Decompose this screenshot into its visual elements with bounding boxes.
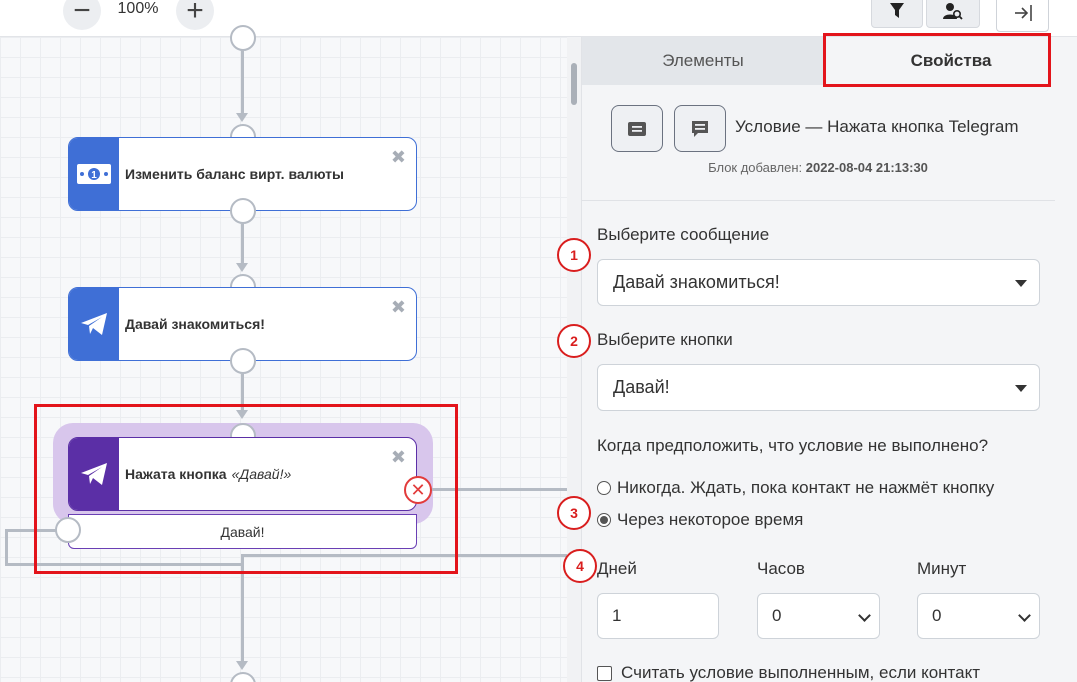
- highlight-frame-tab: [823, 33, 1051, 87]
- button-branch-output[interactable]: Давай!: [68, 514, 417, 549]
- block-added-info: Блок добавлен: 2022-08-04 21:13:30: [600, 160, 1036, 175]
- block-title: Условие — Нажата кнопка Telegram: [735, 117, 1019, 136]
- block-added-date: 2022-08-04 21:13:30: [805, 160, 928, 175]
- connector-line: [241, 224, 244, 263]
- days-label: Дней: [597, 559, 637, 578]
- step-badge: 1: [557, 238, 591, 272]
- branch-connector-line: [5, 529, 8, 565]
- connector-arrow: [236, 410, 248, 419]
- caret-down-icon: [1015, 280, 1027, 287]
- condition-question: Когда предположить, что условие не выпол…: [597, 436, 989, 455]
- step-badge: 4: [563, 549, 597, 583]
- radio-after-time-label: Через некоторое время: [617, 510, 804, 529]
- output-port[interactable]: [230, 198, 256, 224]
- node-button-condition[interactable]: Нажата кнопка «Давай!» ✖: [68, 437, 417, 511]
- canvas-scrollbar-thumb[interactable]: [571, 63, 577, 105]
- tab-properties[interactable]: Свойства: [824, 37, 1077, 85]
- days-input[interactable]: 1: [597, 593, 719, 639]
- zoom-level: 100%: [117, 0, 159, 17]
- condition-fulfilled-checkbox[interactable]: [597, 665, 612, 681]
- days-value: 1: [612, 606, 622, 625]
- node-label: Нажата кнопка «Давай!»: [119, 438, 291, 510]
- close-icon[interactable]: ✖: [390, 147, 406, 167]
- branch-connector-line: [5, 529, 58, 532]
- chevron-down-icon: [1018, 609, 1031, 622]
- select-message-label: Выберите сообщение: [597, 225, 770, 244]
- connector-arrow: [236, 113, 248, 122]
- panel-divider: [581, 200, 1055, 201]
- radio-never[interactable]: Никогда. Ждать, пока контакт не нажмёт к…: [597, 478, 994, 498]
- close-icon[interactable]: ✖: [390, 297, 406, 317]
- svg-text:1: 1: [91, 170, 97, 181]
- hours-select[interactable]: 0: [757, 593, 880, 639]
- caret-down-icon: [1015, 385, 1027, 392]
- node-label-main: Нажата кнопка: [125, 466, 227, 482]
- minutes-value: 0: [932, 606, 942, 625]
- radio-never-control[interactable]: [597, 481, 611, 495]
- user-search-icon: [943, 3, 963, 20]
- block-added-label: Блок добавлен:: [708, 160, 803, 175]
- chevron-down-icon: [858, 609, 871, 622]
- select-message-value: Давай знакомиться!: [613, 272, 780, 292]
- node-icon-box: 1: [69, 138, 119, 210]
- minutes-select[interactable]: 0: [917, 593, 1040, 639]
- block-type-button[interactable]: [611, 105, 663, 152]
- top-toolbar: − 100% +: [0, 0, 1077, 37]
- properties-panel: Элементы Свойства: [581, 37, 1077, 682]
- hours-value: 0: [772, 606, 782, 625]
- canvas-scrollbar[interactable]: [567, 37, 581, 682]
- node-label: Изменить баланс вирт. валюты: [125, 166, 344, 182]
- highlight-frame-node: [34, 404, 458, 574]
- filter-button[interactable]: [871, 0, 923, 28]
- exit-button[interactable]: [996, 0, 1049, 32]
- node-icon-box: [69, 438, 119, 510]
- select-buttons-dropdown[interactable]: Давай!: [597, 364, 1040, 411]
- minutes-label: Минут: [917, 559, 967, 578]
- condition-fulfilled-checkbox-row[interactable]: Считать условие выполненным, если контак…: [597, 663, 980, 682]
- filter-icon: [890, 3, 904, 18]
- radio-never-label: Никогда. Ждать, пока контакт не нажмёт к…: [617, 478, 995, 497]
- zoom-in-button[interactable]: +: [176, 0, 214, 30]
- step-badge: 3: [557, 496, 591, 530]
- fail-connector-line: [432, 488, 567, 491]
- branch-connector-line: [5, 563, 243, 566]
- step-badge: 2: [557, 324, 591, 358]
- node-icon-box: [69, 288, 119, 360]
- branch-connector-line: [241, 554, 567, 557]
- close-icon[interactable]: ✖: [390, 447, 406, 467]
- fail-port-icon[interactable]: ✕: [404, 476, 432, 504]
- exit-icon: [1014, 5, 1032, 21]
- top-port[interactable]: [230, 25, 256, 51]
- branch-port[interactable]: [55, 517, 81, 543]
- connector-line: [241, 554, 244, 662]
- user-search-button[interactable]: [926, 0, 980, 28]
- hours-label: Часов: [757, 559, 805, 578]
- select-buttons-value: Давай!: [613, 377, 670, 397]
- node-label: Давай знакомиться!: [125, 316, 265, 332]
- block-comment-button[interactable]: [674, 105, 726, 152]
- radio-after-time[interactable]: Через некоторое время: [597, 510, 803, 530]
- money-icon: 1: [77, 164, 111, 184]
- connector-line: [241, 374, 244, 411]
- output-port[interactable]: [230, 348, 256, 374]
- connector-arrow: [236, 263, 248, 272]
- telegram-icon: [81, 313, 107, 335]
- telegram-icon: [81, 463, 107, 485]
- tab-elements[interactable]: Элементы: [582, 37, 824, 85]
- node-label-quote: «Давай!»: [231, 466, 292, 482]
- radio-after-time-control[interactable]: [597, 513, 611, 527]
- comment-icon: [692, 120, 708, 137]
- message-icon: [628, 121, 646, 136]
- condition-fulfilled-label: Считать условие выполненным, если контак…: [621, 663, 981, 682]
- connector-arrow: [236, 661, 248, 670]
- select-buttons-label: Выберите кнопки: [597, 330, 733, 349]
- select-message-dropdown[interactable]: Давай знакомиться!: [597, 259, 1040, 306]
- zoom-out-button[interactable]: −: [63, 0, 101, 30]
- connector-line: [241, 37, 244, 113]
